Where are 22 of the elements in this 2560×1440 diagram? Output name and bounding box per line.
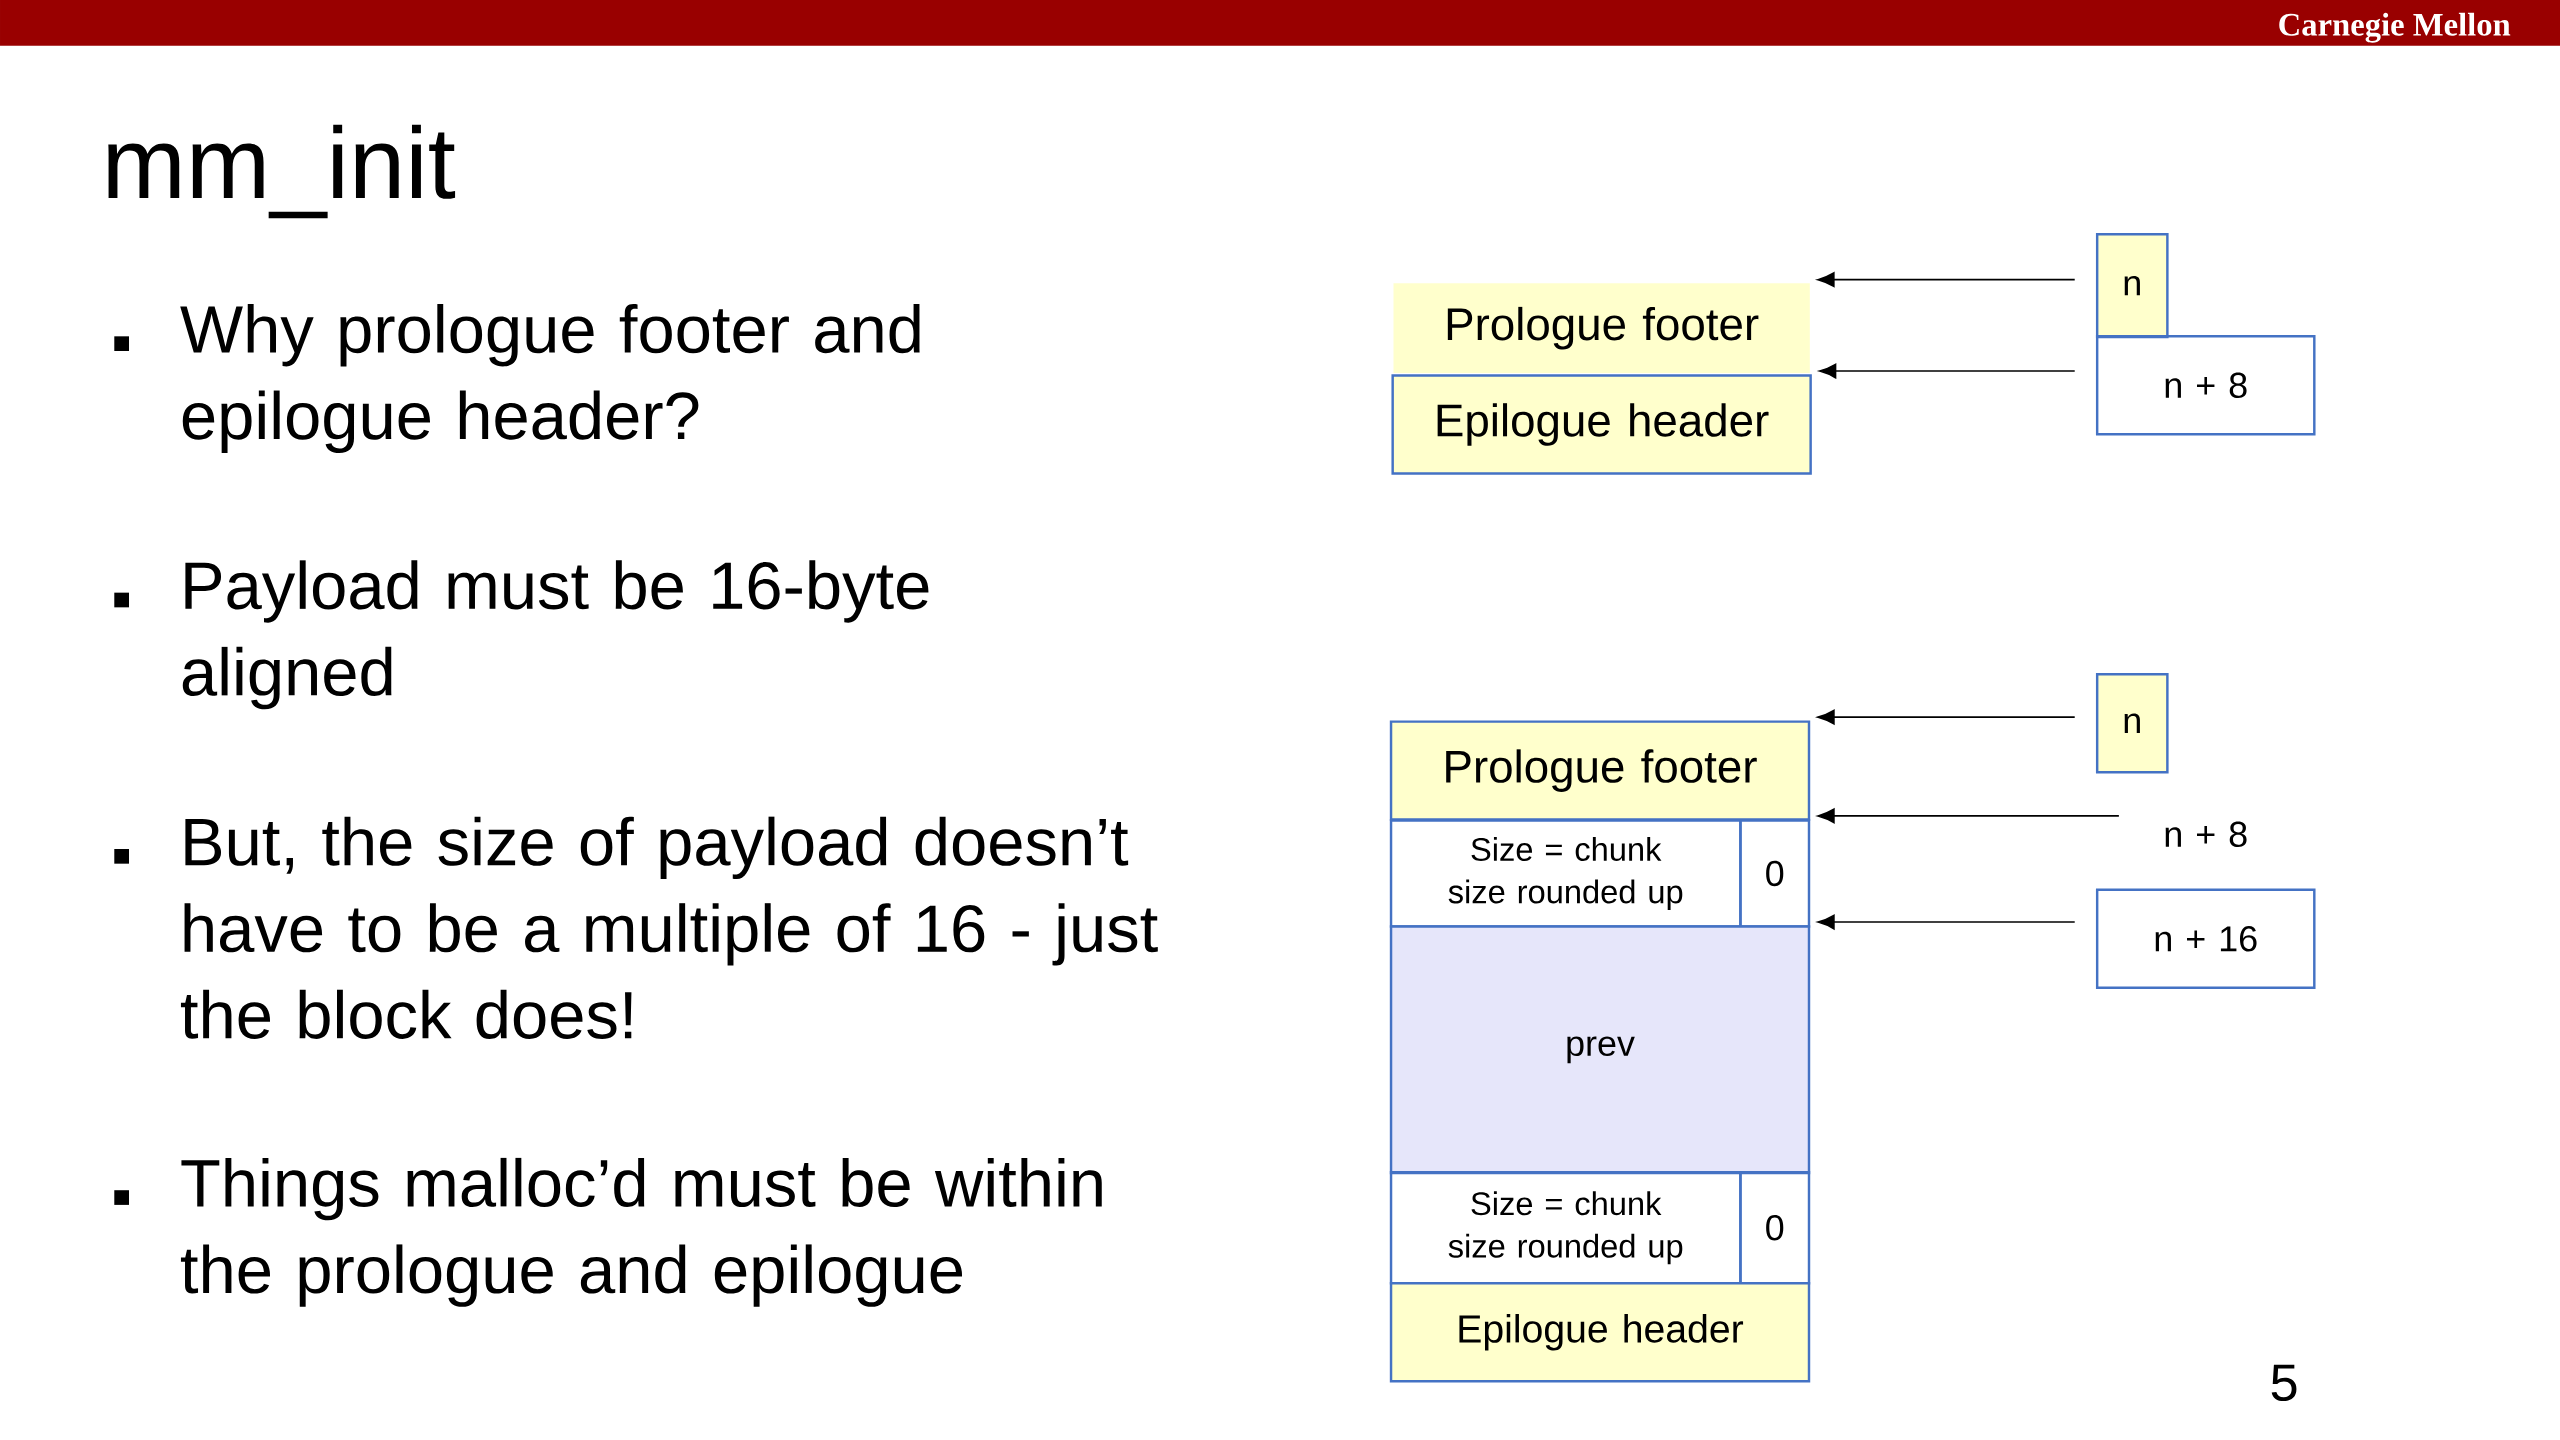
bullet-text: Why prologue footer and epilogue header? xyxy=(180,304,920,453)
bullet-text: But, the size of payload doesn’t have to be a multiple of 16 - just the block does! xyxy=(180,816,1158,1039)
arrow xyxy=(1819,363,2076,379)
address-box: n xyxy=(2095,673,2169,774)
arrow xyxy=(1817,914,2076,930)
header-text: Carnegie Mellon xyxy=(2279,12,2511,43)
address-box: n xyxy=(2095,233,2169,339)
page-number: 5 xyxy=(2271,1364,2297,1402)
arrow xyxy=(1817,272,2076,288)
slide-title: mm_init xyxy=(108,124,456,219)
address-box: n + 16 xyxy=(2095,888,2316,989)
memory-block: prev xyxy=(1389,925,1811,1175)
bullet-text: Payload must be 16-byte aligned xyxy=(182,560,929,710)
address-box: n + 8 xyxy=(2095,335,2316,436)
arrow xyxy=(1817,709,2076,725)
memory-block: Prologue footer xyxy=(1389,720,1811,821)
memory-block: Epilogue header xyxy=(1391,374,1812,475)
memory-block: Prologue footer xyxy=(1393,283,1810,374)
arrow xyxy=(1817,808,2120,824)
bullet-text: Things malloc’d must be within the prologue and epilogue xyxy=(180,1157,1102,1307)
address-label: n + 8 xyxy=(2165,821,2247,847)
memory-block: Epilogue header xyxy=(1389,1282,1811,1383)
